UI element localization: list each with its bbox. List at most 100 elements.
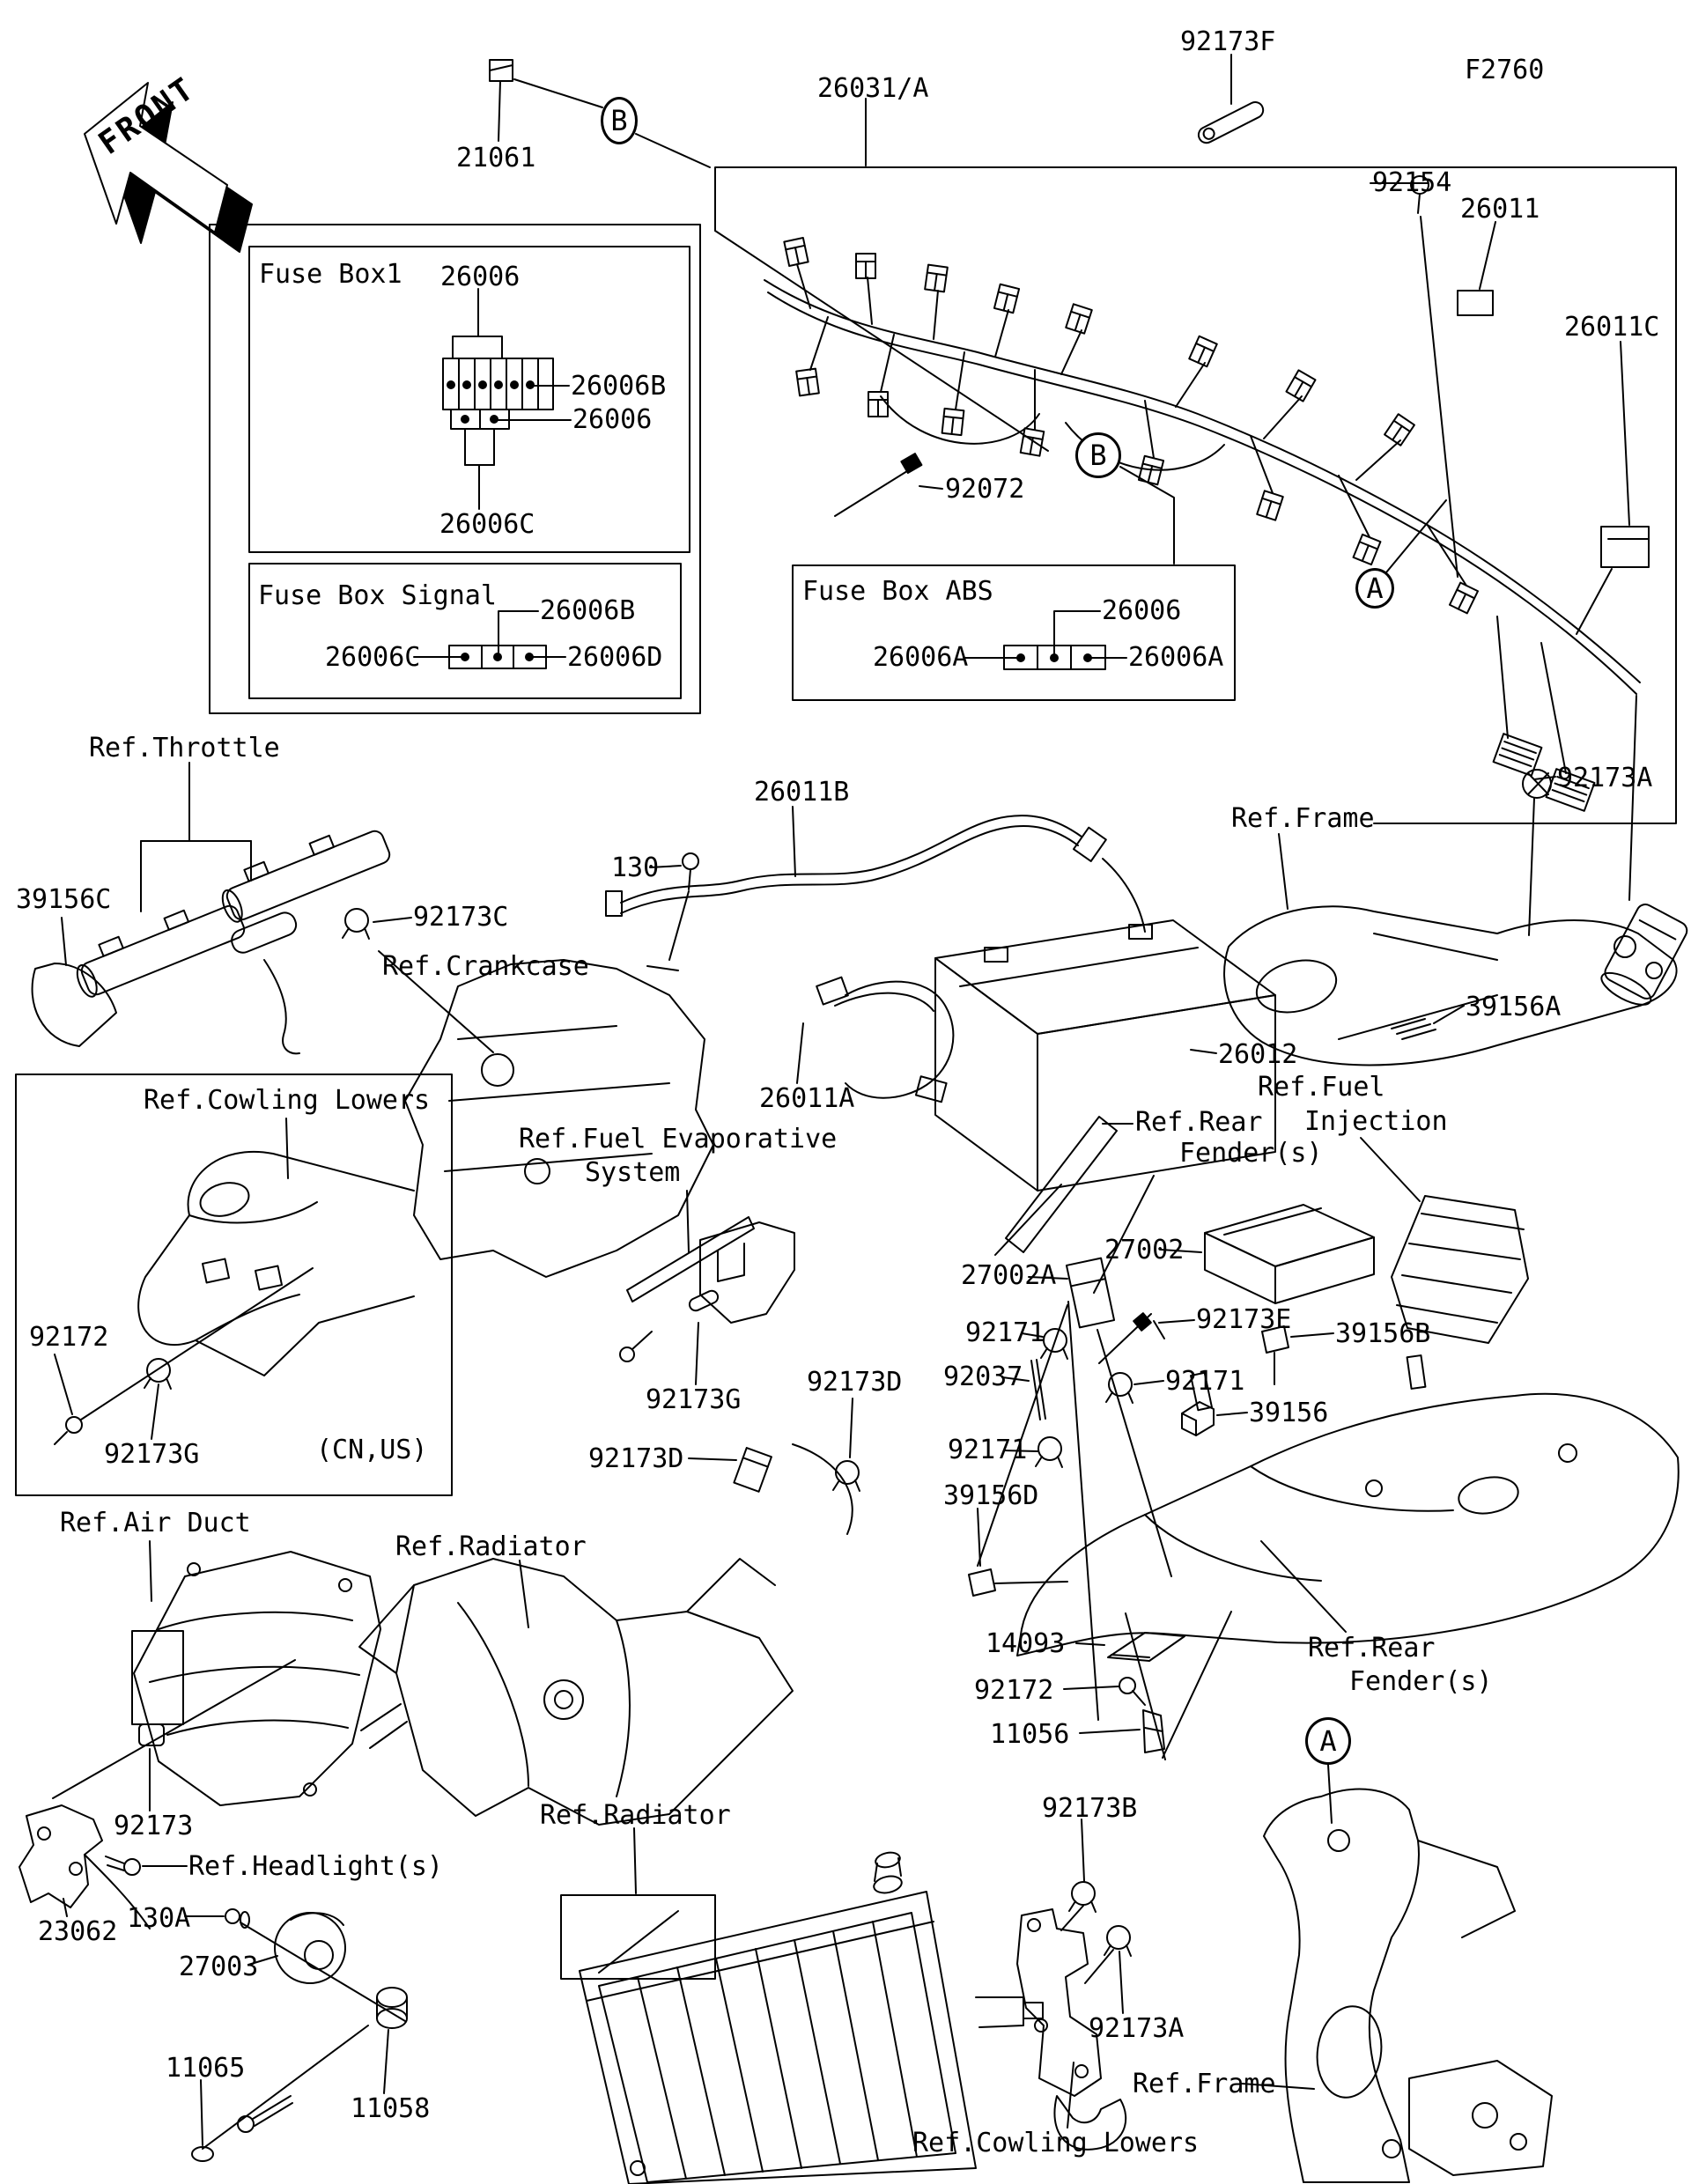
part-92171-3: 92171 — [948, 1435, 1028, 1465]
small-parts-bottom-middle — [1064, 1633, 1185, 1752]
part-26031a: 26031/A — [817, 73, 929, 104]
horn-27003-sketch — [185, 1909, 407, 2161]
part-92173: 92173 — [114, 1811, 194, 1841]
part-27003: 27003 — [179, 1952, 259, 1982]
ref-cowling-lowers-bottom: Ref.Cowling Lowers — [912, 2128, 1200, 2158]
frame-right-sketch — [1242, 1765, 1552, 2182]
stay-bracket-sketch — [1017, 1819, 1132, 2150]
rear-fender-sketch — [1017, 1355, 1679, 1760]
rear-fender-strip-sketch — [995, 1117, 1133, 1255]
part-39156b: 39156B — [1335, 1318, 1431, 1349]
callout-b-harness: B — [1075, 432, 1121, 478]
crankcase-sketch — [405, 853, 713, 1277]
relay-27002a-sketch — [1029, 1258, 1171, 1576]
fusebox1-title: Fuse Box1 — [259, 259, 402, 290]
ref-rear-fender-lower-line1: Ref.Rear — [1308, 1633, 1436, 1664]
part-92037: 92037 — [943, 1361, 1023, 1392]
cowling-inset-note: (CN,US) — [316, 1435, 428, 1465]
ref-fuel-evap-line1: Ref.Fuel Evaporative — [519, 1124, 838, 1155]
part-92173e: 92173E — [1196, 1304, 1292, 1335]
fusebox1-26006c: 26006C — [439, 509, 535, 540]
part-92173a-top: 92173A — [1557, 763, 1653, 793]
headlight-bracket-sketch — [19, 1805, 187, 1929]
ref-radiator-2: Ref.Radiator — [540, 1800, 731, 1831]
ref-headlights: Ref.Headlight(s) — [188, 1851, 443, 1882]
cowling-inset-title: Ref.Cowling Lowers — [144, 1085, 431, 1116]
fuel-injection-unit-sketch — [1361, 1138, 1528, 1343]
part-11056: 11056 — [990, 1719, 1070, 1750]
ref-rear-fender-upper-line2: Fender(s) — [1179, 1138, 1323, 1169]
ref-radiator-1: Ref.Radiator — [395, 1531, 587, 1562]
cable-26011b-sketch — [606, 807, 1145, 932]
part-11058: 11058 — [351, 2093, 431, 2124]
part-130a: 130A — [127, 1903, 191, 1934]
ref-air-duct: Ref.Air Duct — [60, 1508, 251, 1538]
part-26011b: 26011B — [754, 777, 850, 808]
part-39156: 39156 — [1249, 1398, 1329, 1428]
part-92173f: 92173F — [1180, 26, 1276, 57]
part-92173a-bottom: 92173A — [1089, 2013, 1185, 2044]
fusebox-abs-26006a-left: 26006A — [873, 642, 969, 673]
ref-throttle: Ref.Throttle — [89, 733, 280, 764]
part-26011c: 26011C — [1564, 312, 1660, 343]
fusebox-signal-26006b: 26006B — [540, 595, 636, 626]
ref-crankcase: Ref.Crankcase — [382, 951, 589, 982]
part-26011a: 26011A — [759, 1083, 855, 1114]
wiring-harness-sketch — [764, 176, 1690, 1011]
part-92173b: 92173B — [1042, 1793, 1138, 1824]
air-duct-sketch — [53, 1541, 380, 1811]
radiator-shroud-sketch — [359, 1559, 793, 1825]
ref-frame-bottom: Ref.Frame — [1133, 2069, 1276, 2099]
fusebox-abs-26006: 26006 — [1102, 595, 1182, 626]
fusebox-signal-title: Fuse Box Signal — [258, 580, 497, 611]
ref-fuel-injection-line2: Injection — [1304, 1106, 1448, 1137]
inset-outer-box — [210, 225, 700, 713]
part-39156d: 39156D — [943, 1480, 1039, 1511]
filler-neck — [872, 1850, 903, 1895]
subframe-sketch — [1224, 770, 1677, 1066]
part-92173g-box: 92173G — [104, 1439, 200, 1470]
part-92171-1: 92171 — [965, 1317, 1045, 1348]
part-21061: 21061 — [456, 143, 536, 173]
evap-bracket-sketch — [620, 1191, 860, 1534]
diagram-code: F2760 — [1465, 55, 1545, 85]
ecu-27002-sketch — [1161, 1205, 1374, 1303]
part-130: 130 — [611, 852, 660, 883]
part-92172-box: 92172 — [29, 1322, 109, 1353]
part-27002: 27002 — [1104, 1235, 1185, 1265]
part-23062: 23062 — [38, 1916, 118, 1947]
part-39156a: 39156A — [1466, 992, 1562, 1022]
part-92154: 92154 — [1372, 167, 1452, 198]
ref-fuel-evap-line2: System — [585, 1157, 681, 1188]
part-14093: 14093 — [986, 1628, 1066, 1659]
part-11065: 11065 — [166, 2053, 246, 2084]
fuse-box-1-inset — [249, 247, 690, 552]
battery-26012-sketch — [935, 920, 1275, 1293]
fusebox1-26006-right: 26006 — [572, 404, 653, 435]
ref-rear-fender-upper-line1: Ref.Rear — [1135, 1107, 1263, 1138]
callout-a-harness: A — [1355, 568, 1394, 609]
fusebox-signal-26006c: 26006C — [325, 642, 421, 673]
part-21061-sketch — [490, 60, 710, 167]
part-92173d-left: 92173D — [588, 1443, 684, 1474]
front-arrow-icon — [85, 83, 252, 252]
callout-a-frame: A — [1305, 1717, 1351, 1765]
fusebox-abs-26006a-right: 26006A — [1128, 642, 1224, 673]
ref-rear-fender-lower-line2: Fender(s) — [1349, 1666, 1493, 1697]
part-92171-2: 92171 — [1165, 1366, 1245, 1397]
ref-frame-top: Ref.Frame — [1231, 803, 1375, 834]
side-outlet — [976, 1997, 1043, 2027]
part-26012: 26012 — [1218, 1039, 1298, 1070]
fusebox1-26006-top: 26006 — [440, 262, 521, 292]
part-92173f-sketch — [1172, 53, 1266, 145]
part-92172-right: 92172 — [974, 1675, 1054, 1706]
cable-26011a-sketch — [797, 978, 953, 1103]
callout-b-top: B — [601, 97, 638, 144]
radiator-sketch — [561, 1828, 1043, 2184]
throttle-assembly-sketch — [33, 763, 493, 1053]
part-92173c: 92173C — [413, 902, 509, 933]
fusebox-signal-26006d: 26006D — [567, 642, 663, 673]
part-92173g-2: 92173G — [646, 1384, 742, 1415]
fuse-box-abs-inset — [793, 565, 1235, 700]
